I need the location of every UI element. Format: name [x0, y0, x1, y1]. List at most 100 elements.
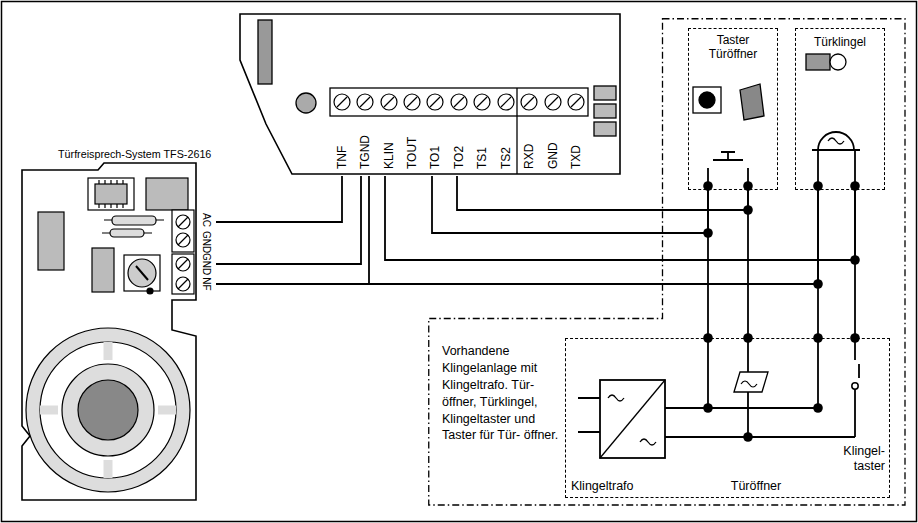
bell-installation-wiring — [741, 381, 757, 387]
pin-label: TS2 — [500, 147, 512, 169]
pin-label: KLIN — [383, 142, 395, 169]
terminal-label: GND — [201, 231, 211, 253]
terminal-screws — [477, 97, 487, 107]
circuit-board — [110, 229, 144, 237]
node-text: Klingel- taster — [829, 444, 885, 474]
junction-dot — [743, 432, 753, 442]
door-opener-button — [708, 152, 748, 186]
terminal-screws — [384, 97, 394, 107]
pin-label: RXD — [523, 144, 535, 169]
bell-system-box: KlingeltrafoTüröffnerKlingel- taster — [565, 338, 890, 498]
door-opener-button — [699, 92, 715, 108]
terminal-screws — [474, 94, 490, 110]
circuit-board — [102, 220, 164, 233]
circuit-board — [40, 342, 176, 478]
terminal-screws — [178, 217, 188, 227]
terminal-screws — [407, 97, 417, 107]
interface-housing — [594, 122, 616, 136]
terminal-screws — [454, 97, 464, 107]
wire-connector — [747, 190, 749, 338]
terminal-screws — [357, 94, 373, 110]
terminal-label: NF — [201, 277, 211, 290]
terminal-screws — [381, 94, 397, 110]
wire-connector — [216, 176, 361, 264]
bell-installation-wiring — [578, 398, 600, 432]
circuit-board — [128, 259, 156, 287]
terminal-screws — [404, 94, 420, 110]
wire — [368, 176, 370, 284]
terminal-screws — [548, 97, 558, 107]
pin-label: TO2 — [453, 146, 465, 169]
bell-installation-wiring — [734, 372, 768, 392]
terminal-screws — [545, 94, 561, 110]
wire-connector — [216, 176, 342, 222]
interface-housing — [594, 86, 616, 100]
bell-installation-wiring — [608, 395, 656, 445]
circuit-board — [26, 328, 190, 492]
circuit-board — [40, 342, 176, 478]
terminal-label: GND — [201, 253, 211, 275]
terminal-screws — [176, 277, 190, 291]
interface-housing — [240, 14, 620, 174]
wire-connector — [817, 190, 819, 338]
interface-housing — [296, 93, 316, 113]
terminal-screws — [334, 94, 584, 110]
circuit-board — [124, 255, 160, 291]
interface-housing — [594, 104, 616, 118]
pin-label: TS1 — [476, 147, 488, 169]
circuit-board — [22, 163, 196, 500]
terminal-screws — [178, 259, 188, 269]
terminal-screws — [568, 94, 584, 110]
wire-connector — [854, 190, 856, 338]
junction-dot — [703, 403, 713, 413]
circuit-board — [99, 180, 123, 208]
terminal-screws — [427, 94, 443, 110]
pin-label: TGND — [359, 135, 371, 169]
door-opener-button — [693, 84, 764, 186]
door-bell — [806, 54, 830, 70]
circuit-board — [78, 380, 138, 440]
bell-installation-wiring — [665, 408, 855, 437]
switch-contact — [852, 383, 858, 389]
terminal-screws — [176, 215, 190, 291]
circuit-board — [22, 163, 196, 500]
circuit-board — [95, 184, 127, 204]
bell-installation-wiring — [708, 338, 818, 437]
terminal-screws — [498, 94, 514, 110]
circuit-board — [88, 178, 134, 210]
terminal-screws — [521, 94, 537, 110]
bell-installation-wiring — [600, 380, 665, 458]
wire-connector — [457, 176, 748, 210]
interface-housing — [516, 88, 517, 174]
terminal-screws — [501, 97, 511, 107]
button-box: Taster Türöffner — [688, 28, 778, 190]
wire-connector — [707, 190, 709, 338]
node-text: Türklingel — [800, 35, 880, 49]
terminal-label: AC — [201, 213, 211, 227]
node-text: Klingeltrafo — [571, 479, 671, 494]
wire-connector — [216, 190, 818, 284]
circuit-board — [136, 266, 148, 280]
terminal-screws — [451, 94, 467, 110]
bell-installation-wiring — [578, 338, 859, 458]
interface-node: TNFTGNDKLINTOUTTO1TO2TS1TS2RXDGNDTXD — [238, 12, 622, 176]
terminal-screws — [360, 97, 370, 107]
terminal-screws — [178, 279, 188, 289]
junction-dot — [813, 403, 823, 413]
terminal-screws — [430, 97, 440, 107]
board-node: Türfreisprech-System TFS-2616 — [18, 146, 216, 504]
region-outline — [429, 19, 905, 505]
pin-label: TNF — [336, 146, 348, 169]
terminal-screws — [176, 257, 190, 271]
circuit-board — [112, 216, 156, 225]
door-opener-button — [693, 87, 721, 113]
door-bell — [828, 138, 844, 144]
circuit-board — [147, 288, 153, 294]
pin-label: TOUT — [406, 137, 418, 169]
door-bell — [830, 54, 846, 70]
bell-box: Türklingel — [795, 28, 885, 190]
